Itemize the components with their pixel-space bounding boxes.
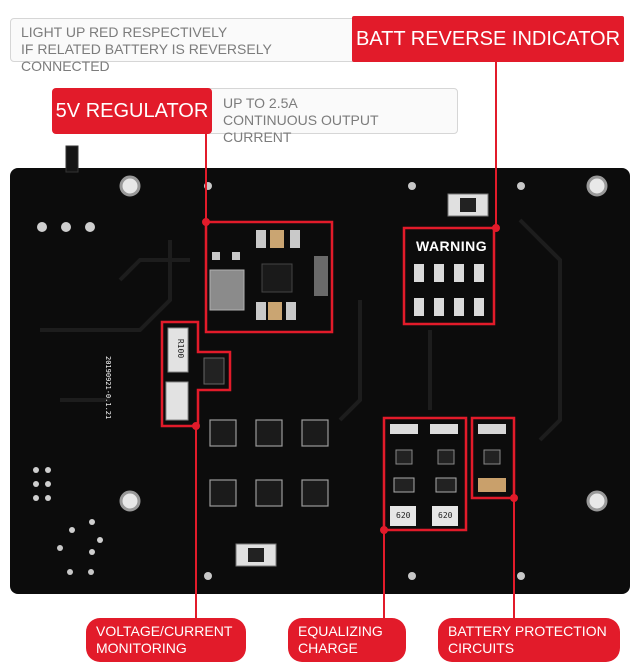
regulator-desc-line2: CONTINUOUS OUTPUT CURRENT [223, 112, 379, 145]
regulator-label: 5V REGULATOR [52, 88, 212, 134]
batt-reverse-title: BATT REVERSE INDICATOR [355, 27, 621, 50]
batt-reverse-indicator-label: BATT REVERSE INDICATOR [352, 16, 624, 62]
cap-label-1: 620 [396, 511, 411, 520]
batt-reverse-desc-line1: LIGHT UP RED RESPECTIVELY [21, 24, 228, 40]
protection-line2: CIRCUITS [448, 640, 515, 656]
regulator-description: UP TO 2.5A CONTINUOUS OUTPUT CURRENT [200, 88, 458, 145]
shunt-label: R100 [176, 338, 186, 359]
board-side-code: 20190921-0.1.21 [104, 356, 112, 420]
monitoring-line2: MONITORING [96, 640, 187, 656]
mount-hole-top-left [119, 175, 141, 197]
regulator-title: 5V REGULATOR [55, 99, 209, 122]
warning-silkscreen: WARNING [416, 238, 488, 254]
equalizing-label: EQUALIZING CHARGE [288, 618, 406, 662]
equalizing-line2: CHARGE [298, 640, 358, 656]
cap-label-2: 620 [438, 511, 453, 520]
batt-reverse-desc-line2: IF RELATED BATTERY IS REVERSELY CONNECTE… [21, 41, 272, 74]
protection-line1: BATTERY PROTECTION [448, 623, 607, 639]
mount-hole-top-right [586, 175, 608, 197]
mount-hole-bottom-right [586, 490, 608, 512]
equalizing-line1: EQUALIZING [298, 623, 383, 639]
protection-label: BATTERY PROTECTION CIRCUITS [438, 618, 620, 662]
monitoring-label: VOLTAGE/CURRENT MONITORING [86, 618, 246, 662]
batt-reverse-description: LIGHT UP RED RESPECTIVELY IF RELATED BAT… [10, 18, 360, 74]
mount-hole-bottom-left [119, 490, 141, 512]
monitoring-line1: VOLTAGE/CURRENT [96, 623, 233, 639]
inductor [209, 269, 245, 311]
power-switch [65, 145, 79, 173]
pcb-board [10, 168, 630, 594]
shunt-resistor [167, 327, 189, 373]
regulator-desc-line1: UP TO 2.5A [223, 95, 298, 111]
